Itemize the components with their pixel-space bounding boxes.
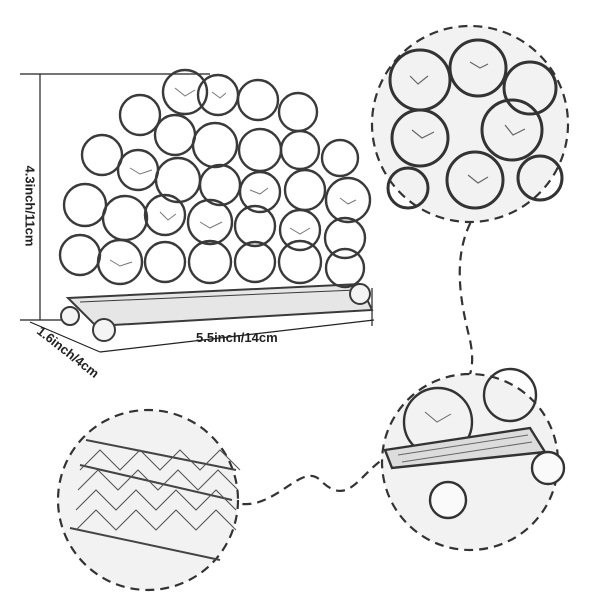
base-tray (65, 282, 374, 328)
foot-right (349, 283, 371, 305)
connector-top (449, 209, 479, 394)
foot-back-left (92, 318, 116, 342)
holder-base (60, 282, 374, 342)
ring-arch (58, 68, 372, 289)
detail-foot-closeup (380, 367, 566, 552)
width-dimension-label: 5.5inch/14cm (196, 330, 278, 345)
dimension-lines (20, 73, 375, 353)
depth-line (29, 321, 101, 353)
detail-mesh-closeup (56, 408, 241, 592)
crystal-facets (109, 87, 357, 267)
height-dimension-label: 4.3inch/11cm (22, 165, 38, 247)
width-line (99, 319, 375, 353)
base-rim (79, 289, 357, 303)
foot-front-left (60, 306, 80, 326)
detail-rings-closeup (370, 24, 570, 224)
connector-bottom (227, 454, 391, 506)
